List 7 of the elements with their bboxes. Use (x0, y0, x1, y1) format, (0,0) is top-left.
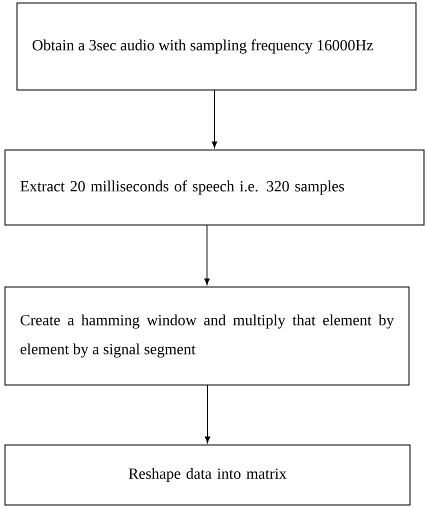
arrow (212, 90, 218, 148)
arrow (204, 225, 210, 286)
process-box: Reshape data into matrix (4, 444, 410, 506)
process-box: Obtain a 3sec audio with sampling frequency 16000Hz (16, 2, 416, 90)
process-box: Extract 20 milliseconds of speech i.e. 320 samples (4, 150, 424, 226)
arrow (204, 385, 210, 444)
process-box: Create a hamming window and multiply that element by element by a signal segment (4, 286, 410, 386)
